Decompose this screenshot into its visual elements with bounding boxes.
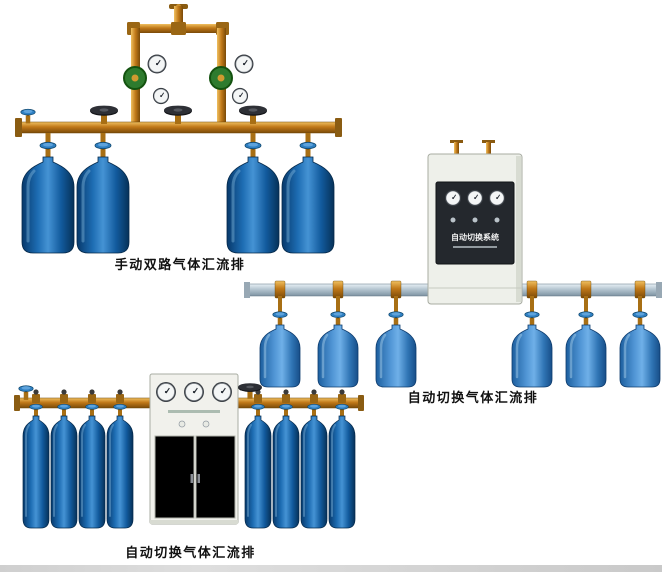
cylinder-bank [258,296,662,389]
auto-switch-manifold-illustration: 自动切换系统 [244,140,662,389]
product-caption-auto-switch-bottom: 自动切换气体汇流排 [125,546,256,561]
outlet-pipe [127,4,229,35]
gas-cylinder [20,155,76,254]
gas-cylinder [328,415,356,529]
panel-gauge [444,189,462,207]
cylinder-valve [29,403,43,418]
cylinder-valve [388,311,404,327]
gas-cylinder [75,155,131,254]
cabinet-title-text: 自动切换系统 [451,232,499,242]
gas-cylinder [510,323,554,389]
cylinder-bank [20,133,336,254]
panel-gauge [488,189,506,207]
panel-gauge [155,381,177,403]
cylinder-valve [39,141,57,159]
pressure-gauge [152,87,170,105]
right-regulator-branch [209,28,255,123]
cylinder-valve [524,311,540,327]
panel-gauge [211,381,233,403]
cabinet-door [195,435,236,519]
gas-cylinder [618,323,662,389]
control-knob [202,420,210,428]
end-valve-handwheel [20,108,36,124]
cylinder-valve [330,311,346,327]
cylinder-valve [578,311,594,327]
cylinder-valve [335,403,349,418]
control-cabinet: 自动切换系统 [427,140,523,305]
cylinder-valve [279,403,293,418]
panel-gauge [466,189,484,207]
cabinet-door [154,435,195,519]
gas-cylinder [78,415,106,529]
cabinet-gauge-panel: 自动切换系统 [435,181,515,265]
left-regulator-branch [123,28,170,123]
product-caption-auto-switch-right: 自动切换气体汇流排 [407,391,539,406]
gas-cylinder [564,323,608,389]
gas-cylinder [50,415,78,529]
cylinder-valve [272,311,288,327]
pressure-gauge [233,53,255,75]
cylinder-valve [113,403,127,418]
cylinder-valve [85,403,99,418]
product-caption-manual-dual: 手动双路气体汇流排 [114,258,246,273]
pressure-gauge [231,87,249,105]
control-cabinet [149,373,239,525]
gas-cylinder [300,415,328,529]
pressure-gauge [146,53,168,75]
gas-cylinder [106,415,134,529]
page-bottom-border [0,565,662,572]
auto-switch-manifold-bottom-illustration [14,373,364,529]
manual-dual-manifold-illustration [15,4,342,254]
panel-gauge [183,381,205,403]
gas-cylinder [22,415,50,529]
gas-cylinder [244,415,272,529]
cylinder-valve [57,403,71,418]
cylinder-valve [632,311,648,327]
gas-cylinder [374,323,418,389]
gas-cylinder [272,415,300,529]
cylinder-valve [94,141,112,159]
control-knob [178,420,186,428]
shutoff-valve-handwheel [90,105,118,124]
cylinder-valve [307,403,321,418]
shutoff-valve-handwheel [239,105,267,124]
shutoff-valve-handwheel [164,105,192,124]
cylinder-valve [251,403,265,418]
